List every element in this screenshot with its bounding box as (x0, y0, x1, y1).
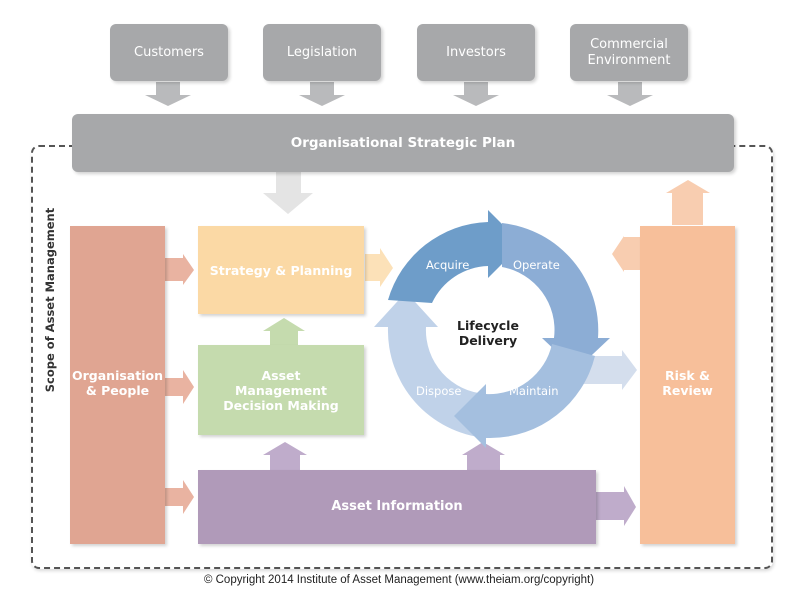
arrow-org-to-info (165, 480, 194, 514)
stage-acquire-label: Acquire (426, 258, 470, 272)
investors-label: Investors (446, 44, 506, 60)
arrow-plan-to-strategy (263, 172, 313, 214)
arrow-investors-down (453, 82, 499, 106)
asset-information-block: Asset Information (198, 470, 596, 544)
segment-dispose (374, 292, 486, 438)
organisation-people-label: Organisation & People (72, 368, 163, 398)
arrow-decision-to-strategy (263, 318, 305, 345)
commercial-environment-label: Commercial Environment (587, 36, 671, 68)
external-input-legislation: Legislation (263, 24, 381, 81)
lifecycle-ring (374, 210, 610, 448)
segment-operate (502, 223, 610, 370)
customers-label: Customers (134, 44, 204, 60)
arrow-commercial-down (607, 82, 653, 106)
arrow-info-to-lifecycle (462, 442, 505, 470)
strategic-plan-label: Organisational Strategic Plan (290, 134, 516, 151)
stage-operate-label: Operate (513, 258, 560, 272)
arrow-strategy-to-lifecycle (365, 248, 393, 287)
strategy-planning-label: Strategy & Planning (209, 262, 353, 278)
arrow-info-to-risk (596, 486, 636, 526)
external-input-investors: Investors (417, 24, 535, 81)
organisation-people-block: Organisation & People (70, 226, 165, 544)
risk-review-label: Risk & Review (662, 368, 713, 398)
stage-maintain-label: Maintain (509, 384, 559, 398)
arrow-risk-to-plan (666, 180, 710, 225)
asset-information-label: Asset Information (331, 499, 463, 515)
arrow-legislation-down (299, 82, 345, 106)
copyright-notice: © Copyright 2014 Institute of Asset Mana… (203, 574, 595, 586)
lifecycle-center-label: Lifecycle Delivery (457, 318, 519, 348)
arrow-info-to-decision (263, 442, 307, 470)
arrow-customers-down (145, 82, 191, 106)
segment-maintain (454, 344, 595, 448)
external-input-commercial-environment: Commercial Environment (570, 24, 688, 81)
decision-making-label: Asset Management Decision Making (223, 367, 339, 413)
risk-review-block: Risk & Review (640, 226, 735, 544)
external-input-customers: Customers (110, 24, 228, 81)
legislation-label: Legislation (286, 44, 358, 60)
organisational-strategic-plan: Organisational Strategic Plan (72, 114, 734, 172)
arrow-org-to-decision (165, 370, 194, 404)
arrow-org-to-strategy (165, 254, 194, 285)
decision-making-block: Asset Management Decision Making (198, 345, 364, 435)
stage-dispose-label: Dispose (416, 384, 462, 398)
arrow-risk-to-left (612, 236, 640, 272)
strategy-planning-block: Strategy & Planning (198, 226, 364, 314)
segment-acquire (388, 210, 522, 303)
arrow-lifecycle-to-risk (583, 350, 637, 390)
